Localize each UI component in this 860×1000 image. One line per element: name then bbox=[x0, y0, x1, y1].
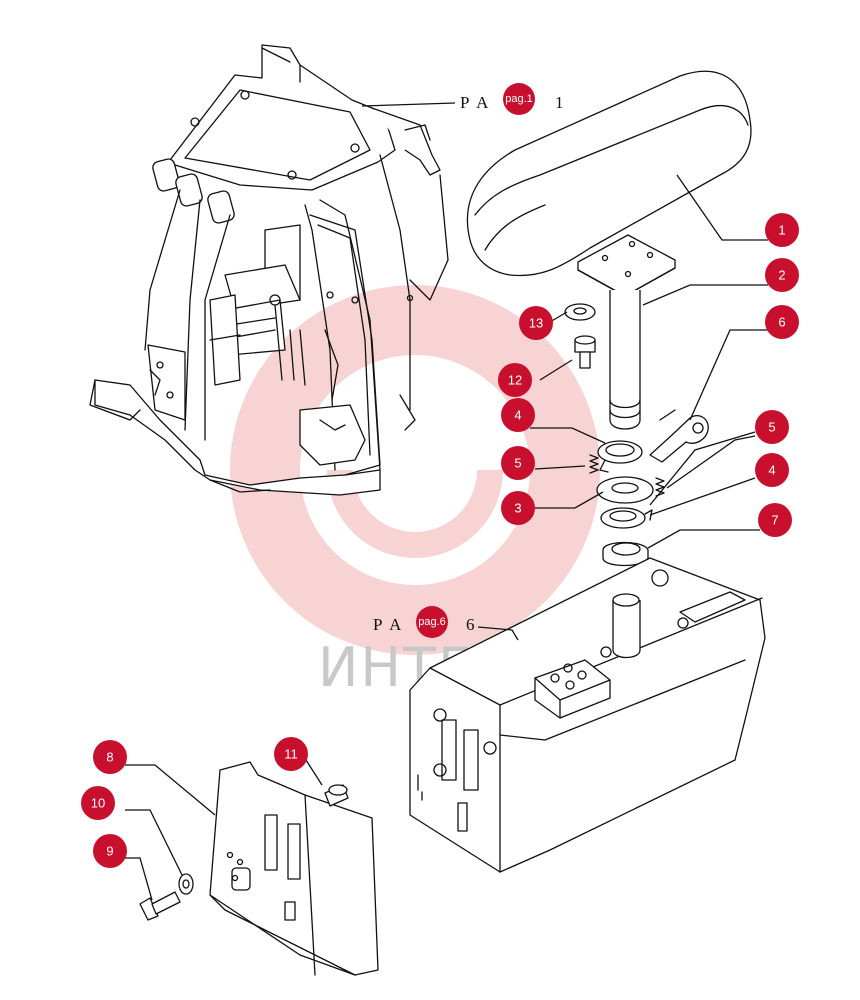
svg-text:11: 11 bbox=[284, 747, 298, 762]
reference-prefix: P A bbox=[373, 615, 403, 634]
callout-11[interactable]: 11 bbox=[274, 737, 308, 771]
reference-tag[interactable]: pag.1 bbox=[503, 83, 535, 115]
flange-ring bbox=[596, 476, 654, 504]
callout-4[interactable]: 4 bbox=[501, 398, 535, 432]
svg-text:6: 6 bbox=[778, 315, 785, 330]
callout-4[interactable]: 4 bbox=[755, 453, 789, 487]
svg-text:2: 2 bbox=[778, 268, 785, 283]
callout-5[interactable]: 5 bbox=[501, 446, 535, 480]
plug bbox=[324, 784, 349, 807]
callout-2[interactable]: 2 bbox=[765, 258, 799, 292]
snap-ring-lower bbox=[600, 507, 653, 529]
callout-1[interactable]: 1 bbox=[765, 213, 799, 247]
bolt bbox=[139, 891, 181, 921]
armrest bbox=[466, 70, 752, 277]
callout-7[interactable]: 7 bbox=[758, 503, 792, 537]
svg-text:9: 9 bbox=[106, 844, 113, 859]
spring-left bbox=[589, 454, 599, 474]
screw bbox=[574, 335, 596, 369]
svg-text:12: 12 bbox=[508, 373, 522, 388]
reference-cab: P A pag.1 1 bbox=[361, 83, 566, 115]
callout-5[interactable]: 5 bbox=[755, 410, 789, 444]
svg-text:8: 8 bbox=[106, 750, 113, 765]
svg-text:5: 5 bbox=[768, 420, 775, 435]
callout-13[interactable]: 13 bbox=[519, 306, 553, 340]
svg-text:3: 3 bbox=[514, 501, 521, 516]
cover-plate bbox=[209, 761, 379, 976]
svg-text:7: 7 bbox=[771, 513, 778, 528]
watermark-gear-icon bbox=[230, 285, 600, 655]
reference-prefix: P A bbox=[460, 93, 490, 112]
callout-3[interactable]: 3 bbox=[501, 491, 535, 525]
callout-9[interactable]: 9 bbox=[93, 834, 127, 868]
washer-upper bbox=[564, 303, 596, 321]
reference-number: 1 bbox=[555, 93, 566, 112]
svg-text:pag.6: pag.6 bbox=[418, 616, 446, 628]
callout-8[interactable]: 8 bbox=[93, 740, 127, 774]
svg-text:1: 1 bbox=[778, 223, 785, 238]
callout-12[interactable]: 12 bbox=[498, 363, 532, 397]
reference-tag[interactable]: pag.6 bbox=[416, 606, 448, 638]
svg-text:10: 10 bbox=[91, 796, 105, 811]
reference-number: 6 bbox=[466, 615, 477, 634]
snap-ring-upper bbox=[597, 440, 643, 473]
svg-text:13: 13 bbox=[529, 316, 543, 331]
console-housing bbox=[409, 557, 766, 873]
callout-10[interactable]: 10 bbox=[81, 786, 115, 820]
lever bbox=[649, 409, 709, 463]
svg-text:4: 4 bbox=[514, 408, 521, 423]
svg-text:5: 5 bbox=[514, 456, 521, 471]
svg-text:pag.1: pag.1 bbox=[505, 93, 533, 105]
callout-6[interactable]: 6 bbox=[765, 305, 799, 339]
bushing bbox=[602, 541, 649, 567]
washer-lower bbox=[178, 873, 194, 895]
svg-text:4: 4 bbox=[768, 463, 775, 478]
reference-console: P A pag.6 6 bbox=[373, 606, 519, 641]
support-post bbox=[577, 234, 676, 430]
leader-lines bbox=[125, 174, 772, 901]
cab-frame bbox=[89, 44, 449, 496]
